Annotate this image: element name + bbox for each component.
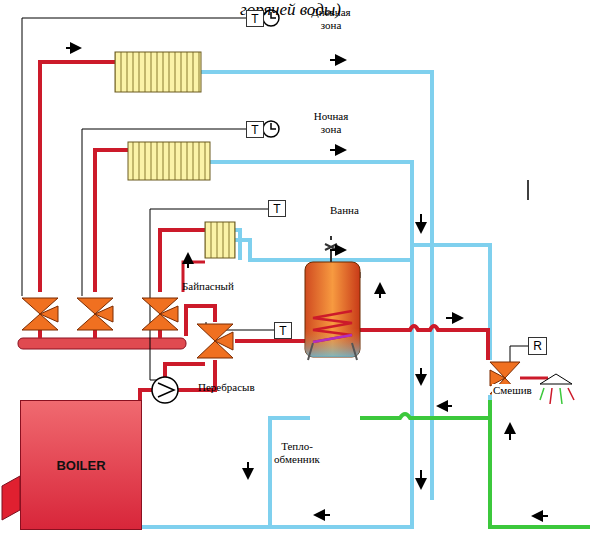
node-text: T bbox=[251, 124, 258, 136]
node-text: T bbox=[251, 13, 258, 25]
thermostat-box: T bbox=[246, 10, 264, 27]
valve-label: Байпасный bbox=[182, 280, 234, 293]
node-text: BOILER bbox=[56, 459, 105, 472]
zone-label: Ванна bbox=[330, 204, 359, 217]
boiler-box: BOILER bbox=[20, 400, 142, 530]
valve-label: Смешив bbox=[492, 384, 533, 397]
node-text: T bbox=[279, 325, 286, 337]
regulator-box: R bbox=[528, 337, 547, 355]
thermostat-box: T bbox=[274, 322, 292, 339]
valve-label: Перебрасыв bbox=[198, 381, 255, 394]
thermostat-box: T bbox=[246, 121, 264, 138]
zone-label: Ночная зона bbox=[307, 110, 355, 135]
thermostat-box: T bbox=[268, 200, 286, 217]
component-label: Тепло- обменник bbox=[268, 440, 326, 465]
node-text: R bbox=[533, 340, 542, 352]
zone-label: Дневная зона bbox=[307, 6, 355, 31]
node-text: T bbox=[273, 203, 280, 215]
